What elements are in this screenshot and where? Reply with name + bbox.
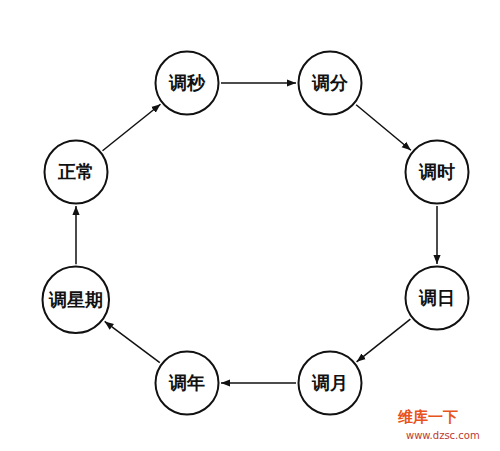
state-label: 调月 (312, 373, 348, 393)
circle-shape (406, 267, 469, 330)
state-label: 调时 (419, 162, 455, 182)
transition-arrow (436, 206, 438, 264)
state-label: 调星期 (49, 290, 103, 310)
state-circle: 调秒 (154, 50, 220, 116)
circle-shape (156, 352, 219, 415)
state-circle: 调年 (154, 350, 220, 416)
transition-arrow (221, 82, 296, 84)
transition-arrow (105, 321, 160, 362)
transition-arrow (356, 105, 411, 151)
state-label: 正常 (58, 162, 94, 182)
state-label: 调日 (419, 288, 455, 308)
transition-arrow (357, 319, 411, 362)
state-circle: 调月 (297, 350, 363, 416)
circle-shape (43, 267, 110, 334)
watermark-text: www.dzsc.com (406, 430, 480, 441)
state-circle: 正常 (43, 139, 109, 205)
circle-shape (299, 352, 362, 415)
state-label: 调秒 (169, 73, 205, 93)
circle-shape (299, 52, 362, 115)
state-circle: 调日 (404, 265, 470, 331)
state-circle: 调星期 (41, 265, 111, 335)
circle-shape (406, 141, 469, 204)
transition-arrow (75, 206, 77, 264)
transition-arrow (221, 382, 296, 384)
state-circle: 调分 (297, 50, 363, 116)
transition-arrow (103, 104, 161, 150)
circle-shape (156, 52, 219, 115)
circle-shape (45, 141, 108, 204)
state-circle: 调时 (404, 139, 470, 205)
state-label: 调年 (169, 373, 205, 393)
watermark-text: 维库一下 (398, 408, 458, 427)
state-label: 调分 (312, 73, 348, 93)
